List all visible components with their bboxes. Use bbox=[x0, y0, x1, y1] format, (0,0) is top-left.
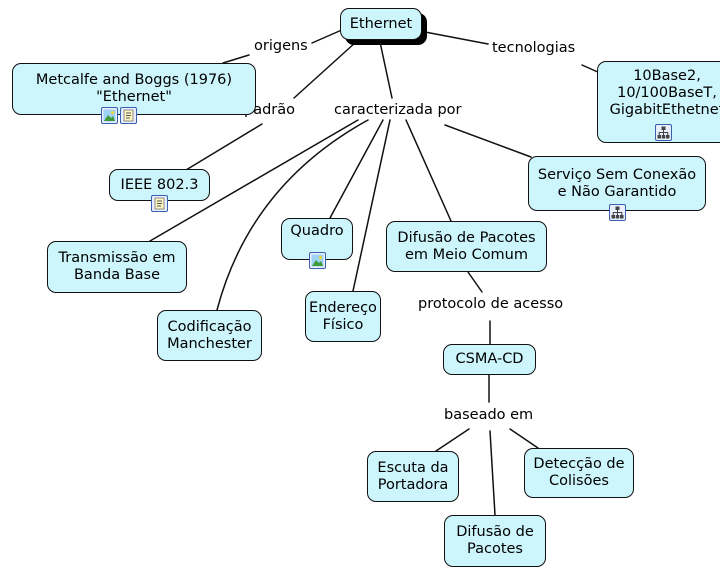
ieee-icons bbox=[151, 195, 168, 212]
link-root-caracterizada bbox=[379, 41, 393, 99]
link-label-tecnologias: tecnologias bbox=[492, 40, 576, 57]
link-car-transmissao bbox=[149, 119, 359, 242]
link-root-tecnologias bbox=[424, 31, 489, 45]
link-baseado-escuta bbox=[435, 428, 470, 452]
metcalfe-icons bbox=[101, 107, 137, 124]
tech-icons bbox=[655, 124, 672, 141]
node-escuta[interactable]: Escuta da Portadora bbox=[367, 451, 459, 502]
link-car-difusao bbox=[405, 119, 452, 222]
link-padrao-ieee bbox=[185, 123, 263, 171]
link-root-origens bbox=[311, 28, 345, 44]
link-label-padrao: padrão bbox=[244, 102, 296, 119]
image-icon[interactable] bbox=[309, 252, 326, 269]
link-label-origens: origens bbox=[254, 38, 308, 55]
node-difusao-meio[interactable]: Difusão de Pacotes em Meio Comum bbox=[386, 221, 547, 272]
link-label-baseado: baseado em bbox=[444, 407, 534, 424]
servico-icons bbox=[609, 204, 626, 221]
link-car-quadro bbox=[329, 119, 384, 219]
node-codificacao[interactable]: Codificação Manchester bbox=[157, 310, 262, 361]
image-icon[interactable] bbox=[101, 107, 118, 124]
link-baseado-deteccao bbox=[509, 428, 539, 449]
link-car-codificacao bbox=[216, 119, 369, 311]
link-baseado-difusao bbox=[489, 430, 496, 516]
link-difusao-protocolo bbox=[467, 271, 483, 293]
link-origens-metcalfe bbox=[222, 54, 250, 64]
link-label-protocolo: protocolo de acesso bbox=[418, 296, 564, 313]
link-car-servico bbox=[444, 124, 532, 158]
document-icon[interactable] bbox=[120, 107, 137, 124]
quadro-icons bbox=[309, 252, 326, 269]
node-servico[interactable]: Serviço Sem Conexão e Não Garantido bbox=[528, 156, 706, 211]
node-endereco[interactable]: Endereço Físico bbox=[305, 291, 381, 342]
document-icon[interactable] bbox=[151, 195, 168, 212]
sitemap-icon[interactable] bbox=[609, 204, 626, 221]
node-transmissao[interactable]: Transmissão em Banda Base bbox=[47, 241, 187, 293]
node-deteccao[interactable]: Detecção de Colisões bbox=[524, 448, 634, 498]
link-label-caracterizada: caracterizada por bbox=[334, 102, 462, 119]
node-difusao-pacotes[interactable]: Difusão de Pacotes bbox=[444, 515, 546, 567]
sitemap-icon[interactable] bbox=[655, 124, 672, 141]
node-ethernet[interactable]: Ethernet bbox=[340, 8, 422, 40]
node-csma[interactable]: CSMA-CD bbox=[443, 344, 536, 375]
link-car-endereco bbox=[352, 119, 391, 292]
link-root-padrao bbox=[293, 41, 357, 99]
